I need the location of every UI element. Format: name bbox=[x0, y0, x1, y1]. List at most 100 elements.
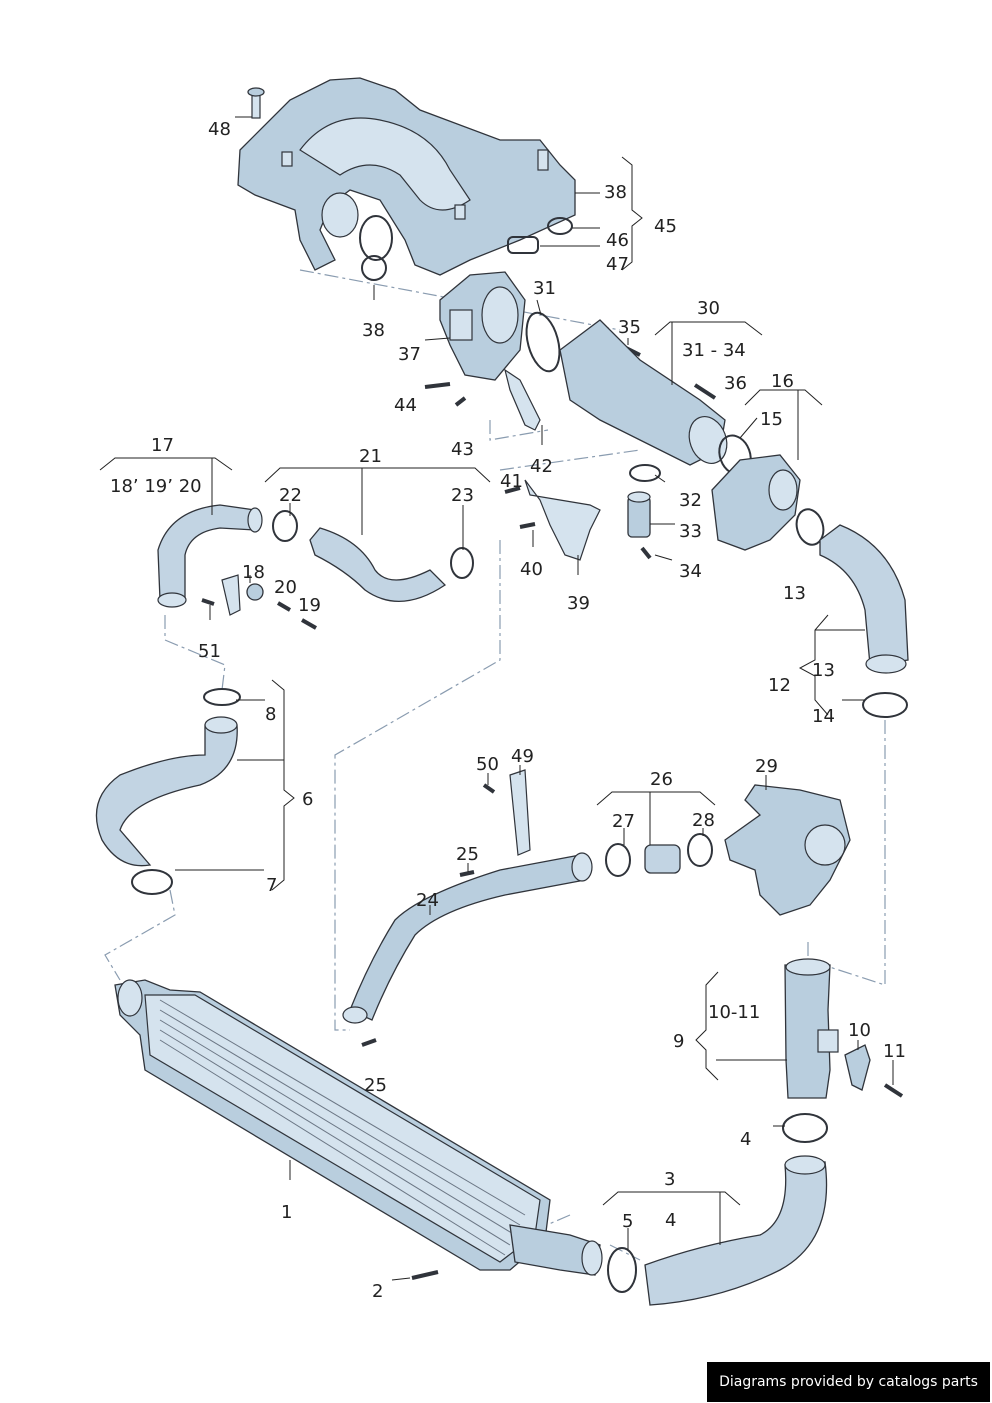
label-26: 26 bbox=[650, 769, 673, 790]
clamp-14 bbox=[862, 692, 908, 718]
bolt-19 bbox=[301, 618, 317, 630]
label-35: 35 bbox=[618, 317, 641, 338]
bolt-36 bbox=[693, 383, 717, 400]
label-32: 32 bbox=[679, 490, 702, 511]
clamp-4-upper bbox=[782, 1113, 828, 1143]
label-18: 18 bbox=[242, 562, 265, 583]
bracket-39 bbox=[524, 479, 601, 561]
label-23: 23 bbox=[451, 485, 474, 506]
label-47: 47 bbox=[606, 254, 629, 275]
label-31-34: 31 - 34 bbox=[682, 340, 746, 361]
label-9: 9 bbox=[673, 1031, 684, 1052]
throttle-valve-16 bbox=[711, 454, 801, 551]
charge-air-pipe-17 bbox=[157, 504, 263, 608]
bolt-48 bbox=[247, 87, 265, 119]
intercooler-1 bbox=[114, 979, 603, 1276]
label-44: 44 bbox=[394, 395, 417, 416]
throttle-body-37 bbox=[439, 271, 526, 381]
label-11: 11 bbox=[883, 1041, 906, 1062]
bolt-44 bbox=[424, 382, 451, 389]
bracket-42 bbox=[504, 368, 541, 431]
label-49: 49 bbox=[511, 746, 534, 767]
hose-6 bbox=[95, 716, 238, 867]
bolt-41 bbox=[504, 486, 521, 494]
gasket-47 bbox=[507, 236, 539, 254]
clamp-13-upper bbox=[795, 508, 825, 546]
label-20: 20 bbox=[274, 577, 297, 598]
label-27: 27 bbox=[612, 811, 635, 832]
label-15: 15 bbox=[760, 409, 783, 430]
label-2: 2 bbox=[372, 1281, 383, 1302]
bolt-40 bbox=[519, 522, 536, 529]
label-33: 33 bbox=[679, 521, 702, 542]
footer-text: Diagrams provided by catalogs parts bbox=[719, 1374, 978, 1390]
label-34: 34 bbox=[679, 561, 702, 582]
clamp-23 bbox=[450, 547, 474, 579]
gasket-38-upper bbox=[359, 215, 393, 281]
label-30: 30 bbox=[697, 298, 720, 319]
part-number-labels: 48 38 45 46 47 38 37 31 35 30 31 - 34 36… bbox=[110, 119, 906, 1302]
label-4-upper: 4 bbox=[740, 1129, 751, 1150]
label-14: 14 bbox=[812, 706, 835, 727]
bolt-25-lower bbox=[361, 1038, 377, 1047]
gasket-31 bbox=[525, 311, 561, 373]
label-17: 17 bbox=[151, 435, 174, 456]
label-46: 46 bbox=[606, 230, 629, 251]
label-7: 7 bbox=[266, 875, 277, 896]
label-16: 16 bbox=[771, 371, 794, 392]
label-5: 5 bbox=[622, 1211, 633, 1232]
label-50: 50 bbox=[476, 754, 499, 775]
label-36: 36 bbox=[724, 373, 747, 394]
label-13-lower: 13 bbox=[812, 660, 835, 681]
bolt-34 bbox=[640, 546, 652, 560]
bolt-50 bbox=[482, 783, 496, 794]
seal-46 bbox=[547, 217, 573, 235]
label-22: 22 bbox=[279, 485, 302, 506]
bolt-25-upper bbox=[459, 870, 475, 877]
hose-21 bbox=[309, 527, 447, 602]
label-3: 3 bbox=[664, 1169, 675, 1190]
hose-12 bbox=[819, 524, 909, 674]
connector-pipe-9 bbox=[784, 958, 839, 1099]
label-40: 40 bbox=[520, 559, 543, 580]
label-1: 1 bbox=[281, 1202, 292, 1223]
label-12: 12 bbox=[768, 675, 791, 696]
pressure-pipe-24 bbox=[342, 852, 593, 1024]
footer-credit: Diagrams provided by catalogs parts bbox=[707, 1362, 990, 1402]
label-31: 31 bbox=[533, 278, 556, 299]
bolt-11 bbox=[883, 1083, 904, 1098]
label-41: 41 bbox=[500, 471, 523, 492]
label-24: 24 bbox=[416, 890, 439, 911]
clamp-28 bbox=[687, 833, 713, 867]
label-51: 51 bbox=[198, 641, 221, 662]
clamp-27-left bbox=[605, 843, 631, 877]
clamp-7 bbox=[131, 869, 173, 895]
label-43: 43 bbox=[451, 439, 474, 460]
label-28: 28 bbox=[692, 810, 715, 831]
label-39: 39 bbox=[567, 593, 590, 614]
label-29: 29 bbox=[755, 756, 778, 777]
connector-33 bbox=[627, 491, 651, 538]
clamp-5 bbox=[607, 1247, 637, 1293]
bracket-49 bbox=[509, 769, 531, 856]
hose-26 bbox=[644, 844, 681, 874]
label-8: 8 bbox=[265, 704, 276, 725]
bolt-51 bbox=[201, 598, 215, 606]
label-25-lower: 25 bbox=[364, 1075, 387, 1096]
clamp-8 bbox=[203, 688, 241, 706]
label-6: 6 bbox=[302, 789, 313, 810]
clamp-22 bbox=[272, 510, 298, 542]
label-25-upper: 25 bbox=[456, 844, 479, 865]
label-13: 13 bbox=[783, 583, 806, 604]
label-45: 45 bbox=[654, 216, 677, 237]
label-19: 19 bbox=[298, 595, 321, 616]
sensor-10 bbox=[844, 1044, 871, 1091]
label-38: 38 bbox=[604, 182, 627, 203]
label-38-gasket: 38 bbox=[362, 320, 385, 341]
bolt-20 bbox=[276, 601, 292, 612]
label-37: 37 bbox=[398, 344, 421, 365]
hose-3 bbox=[644, 1155, 828, 1306]
label-10-11: 10-11 bbox=[708, 1002, 760, 1023]
